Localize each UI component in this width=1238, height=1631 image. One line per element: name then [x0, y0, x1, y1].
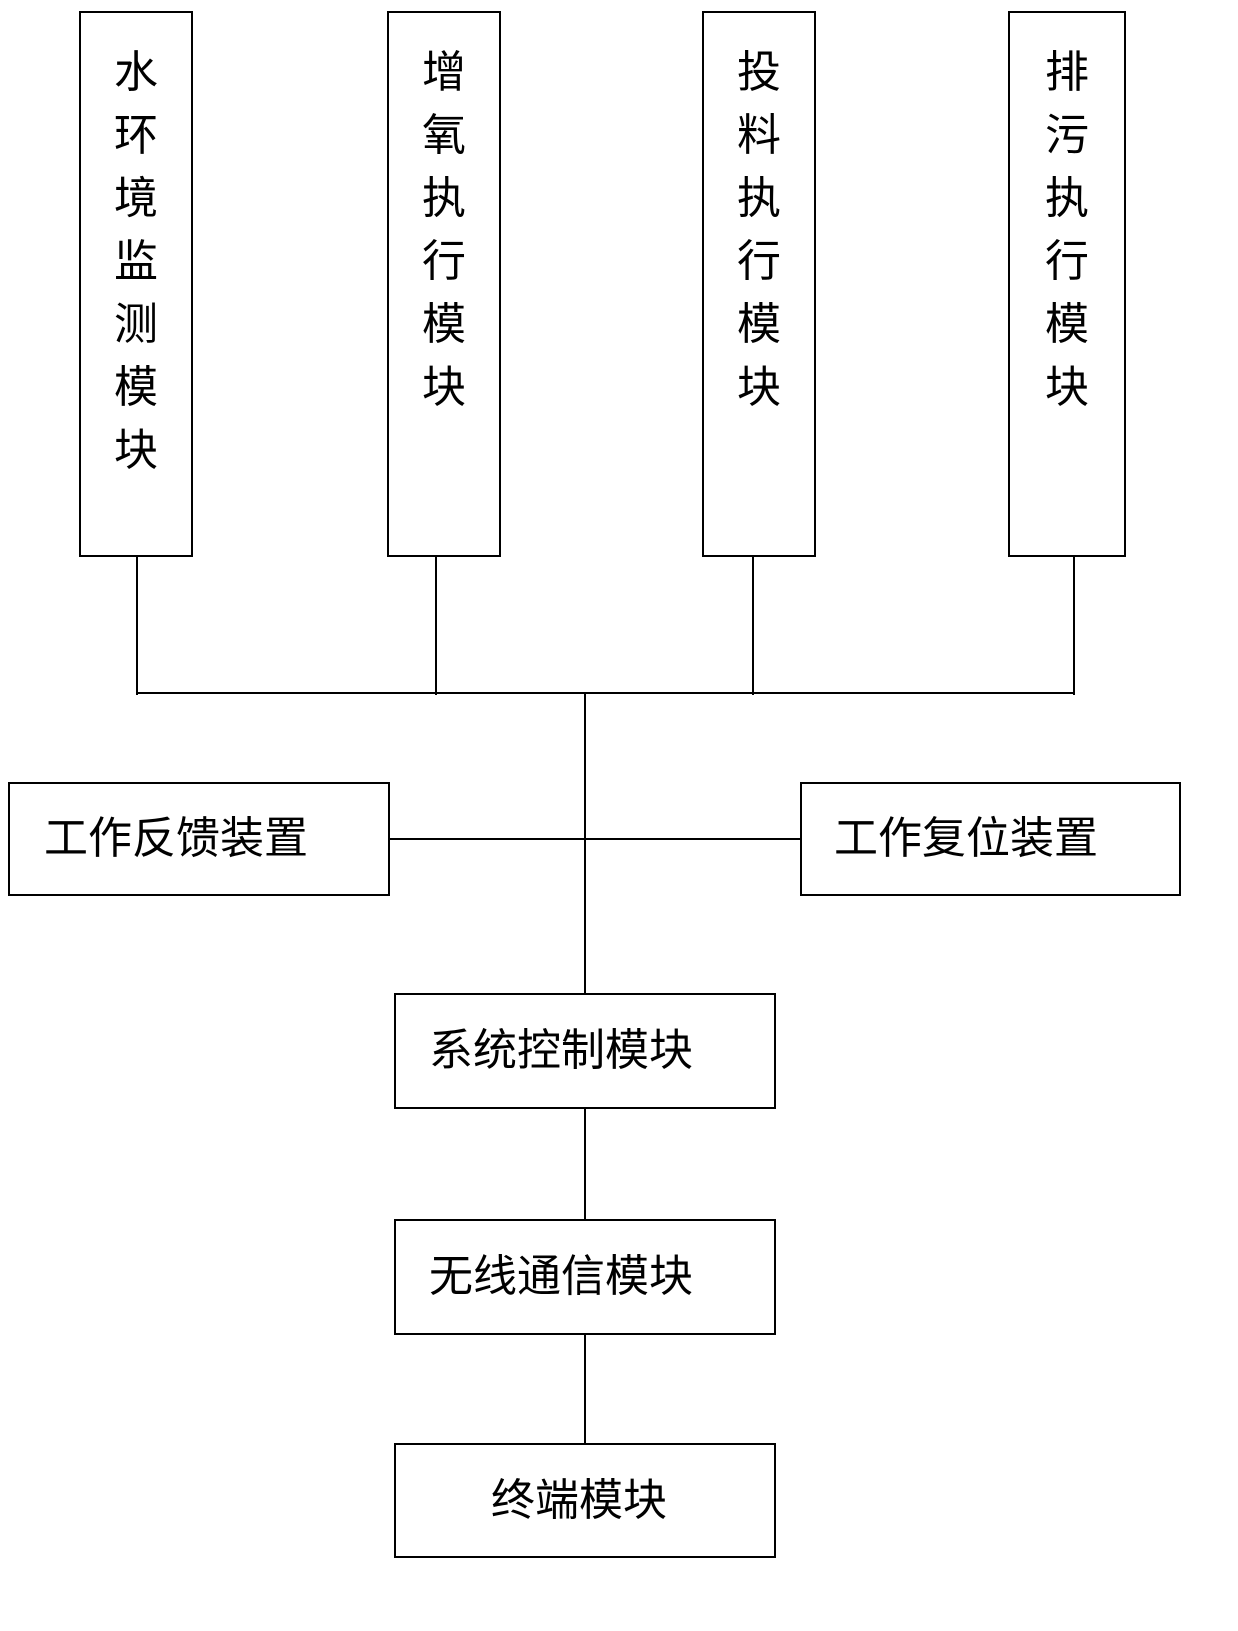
- work-feedback-device: 工作反馈装置: [8, 782, 390, 896]
- connector-feeding: [752, 556, 754, 695]
- wireless-communication-module: 无线通信模块: [394, 1219, 776, 1335]
- connector-control-wireless: [584, 1107, 586, 1221]
- connector-feedback: [389, 838, 586, 840]
- module-label: 无线通信模块: [429, 1251, 693, 1302]
- device-label: 工作复位装置: [834, 813, 1098, 864]
- system-control-module: 系统控制模块: [394, 993, 776, 1109]
- module-label: 增氧执行模块: [422, 47, 466, 413]
- module-label: 水环境监测模块: [114, 47, 158, 476]
- connector-wireless-terminal: [584, 1333, 586, 1445]
- work-reset-device: 工作复位装置: [800, 782, 1181, 896]
- connector-sewage: [1073, 556, 1075, 695]
- connector-water-monitor: [136, 556, 138, 695]
- terminal-module: 终端模块: [394, 1443, 776, 1558]
- water-environment-monitoring-module: 水环境监测模块: [79, 11, 193, 557]
- feeding-execution-module: 投料执行模块: [702, 11, 816, 557]
- sewage-execution-module: 排污执行模块: [1008, 11, 1126, 557]
- connector-top-bus: [136, 692, 1075, 694]
- device-label: 工作反馈装置: [44, 813, 308, 864]
- module-label: 投料执行模块: [737, 47, 781, 413]
- connector-oxygen: [435, 556, 437, 695]
- oxygenation-execution-module: 增氧执行模块: [387, 11, 501, 557]
- connector-reset: [584, 838, 801, 840]
- module-label: 排污执行模块: [1045, 47, 1089, 413]
- module-label: 系统控制模块: [429, 1025, 693, 1076]
- connector-main-trunk: [584, 692, 586, 995]
- module-label: 终端模块: [491, 1474, 667, 1526]
